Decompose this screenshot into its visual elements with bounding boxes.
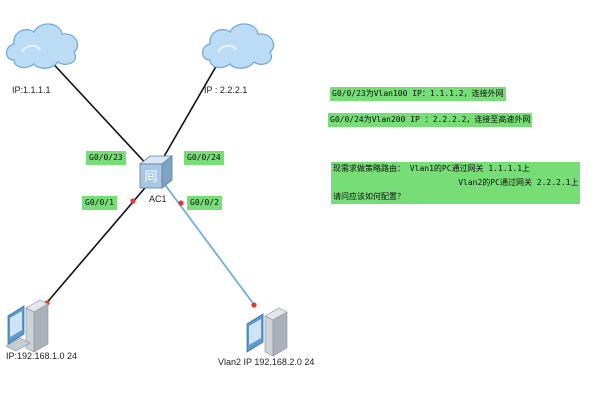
switch-icon[interactable]: 囘 [138, 155, 174, 189]
endpoint-dot [178, 200, 184, 206]
endpoint-dot [130, 198, 136, 204]
link-switch-pc2 [162, 181, 256, 307]
pc-icon[interactable] [246, 307, 288, 357]
port-label-g0-0-23: G0/0/23 [86, 151, 126, 165]
cloud1-ip-label: IP:1.1.1.1 [12, 85, 51, 95]
link-cloud2-switch [161, 55, 223, 161]
switch-label: AC1 [149, 194, 167, 204]
pc-icon[interactable] [5, 299, 49, 353]
switch-glyph: 囘 [144, 170, 157, 185]
link-cloud1-switch [45, 55, 151, 169]
cloud2-ip-label: IP : 2.2.2.1 [204, 85, 248, 95]
uplink2-note: G0/0/24为Vlan200 IP ：2.2.2.2，连接至高速外网 [328, 113, 533, 127]
port-label-g0-0-1: G0/0/1 [82, 196, 117, 210]
policy-routing-question: 现需求做策略路由： Vlan1的PC通过网关 1.1.1.1上 Vlan2的PC… [331, 162, 581, 204]
cloud-icon[interactable] [5, 23, 79, 69]
uplink1-note: G0/0/23为Vlan100 IP：1.1.1.2，连接外网 [330, 87, 506, 101]
cloud-icon[interactable] [201, 23, 275, 69]
pc1-ip-label: IP:192.168.1.0 24 [6, 351, 78, 361]
port-label-g0-0-2: G0/0/2 [187, 196, 222, 210]
endpoint-dot [251, 302, 257, 308]
port-label-g0-0-24: G0/0/24 [184, 151, 224, 165]
pc2-ip-label: Vlan2 IP 192.168.2.0 24 [218, 357, 315, 367]
